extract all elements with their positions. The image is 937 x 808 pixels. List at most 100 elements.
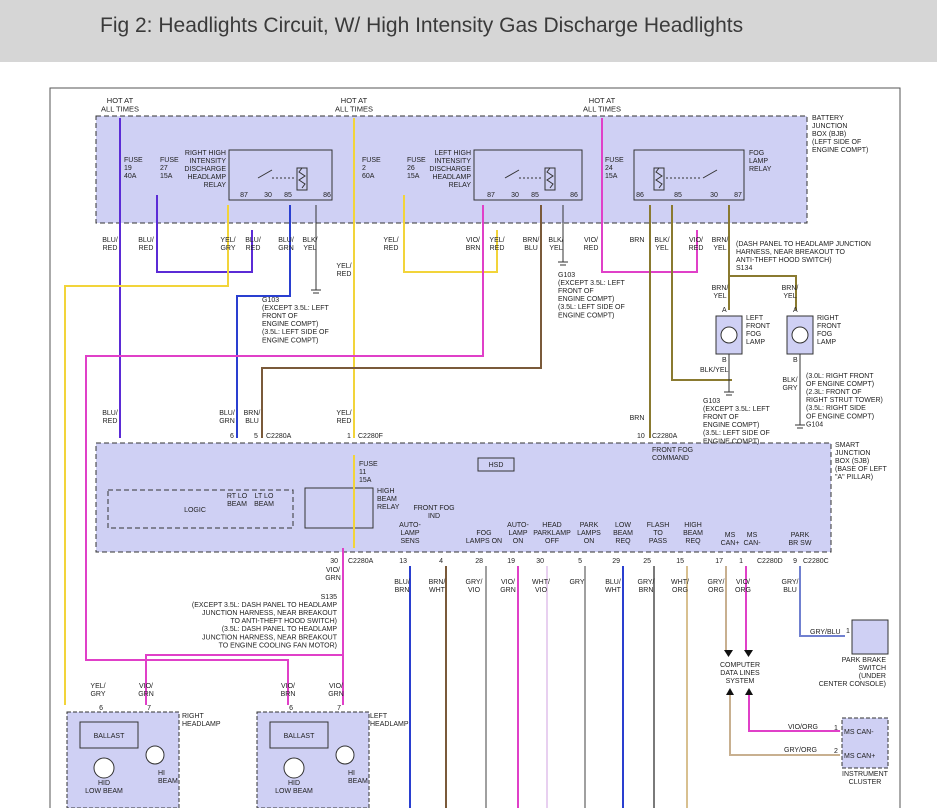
sjb-in-pin-6: 10 — [637, 433, 645, 440]
left-hl-pin-0: 6 — [289, 705, 293, 712]
sjb-hsd-label: HSD — [489, 462, 504, 469]
sjb-box — [95, 442, 832, 553]
data-line-arrow-down — [724, 650, 733, 657]
wl-13: BRN — [630, 237, 645, 244]
wl-8: VIO/BRN — [466, 237, 481, 252]
out-conn-a: C2280A — [348, 558, 374, 565]
out-wire-4: WHT/VIO — [532, 579, 550, 594]
out-wire-11: GRY/BLU — [782, 579, 799, 594]
out-pin-5: 5 — [578, 558, 582, 565]
wl-16: BRN/YEL — [712, 237, 729, 252]
sjb-in-pin-2: 5 — [254, 433, 258, 440]
data-line-arrow-up — [726, 688, 734, 695]
ground-symbols — [311, 205, 805, 429]
out-pin-1: 4 — [439, 558, 443, 565]
left-ballast-box — [269, 721, 329, 749]
out-wire-9: GRY/ORG — [708, 579, 725, 594]
left-hi-beam-bulb — [335, 745, 355, 765]
out-pin-3: 19 — [507, 558, 515, 565]
left-hl-wire-1: VIO/GRN — [328, 683, 344, 698]
wl-9: YEL/RED — [489, 237, 504, 252]
wl-4: BLU/GRN — [278, 237, 294, 252]
right-ballast-box — [79, 721, 139, 749]
l-relay-pin-30: 30 — [511, 192, 519, 199]
left-hl-wire-0: VIO/BRN — [281, 683, 296, 698]
fog-relay-pin-85: 85 — [674, 192, 682, 199]
fog-lamp-symbols — [715, 315, 814, 355]
out-wire-1: BRN/WHT — [429, 579, 446, 594]
wl-6: YEL/RED — [336, 263, 351, 278]
left-hid-relay-box — [473, 149, 583, 201]
r-relay-pin-30: 30 — [264, 192, 272, 199]
out-pin-7: 25 — [643, 558, 651, 565]
relay-out-pin: 30 — [330, 558, 338, 565]
right-hl-wire-0: YEL/GRY — [90, 683, 105, 698]
right-fog-wire-out: BLK/GRY — [782, 377, 797, 392]
out-conn-d: C2280D — [757, 558, 783, 565]
left-fog-wire-out: BLK/YEL — [700, 367, 729, 374]
out-wire-6: BLU/WHT — [605, 579, 622, 594]
relay-out-wire: VIO/GRN — [325, 567, 341, 582]
right-fog-pin-a: A — [793, 307, 798, 314]
instrument-cluster-box — [841, 717, 889, 769]
out-wire-5: GRY — [569, 579, 584, 586]
wl-12: VIO/RED — [584, 237, 599, 252]
wl-3: BLU/RED — [245, 237, 261, 252]
out-wire-10: VIO/ORG — [735, 579, 751, 594]
wl-11: BLK/YEL — [548, 237, 563, 252]
wl-14: BLK/YEL — [654, 237, 669, 252]
sjb-in-wire-2: BRN/BLU — [244, 410, 261, 425]
l-relay-pin-87: 87 — [487, 192, 495, 199]
right-hl-pin-0: 6 — [99, 705, 103, 712]
cluster-wire-1: VIO/ORG — [788, 724, 818, 731]
wl-7: YEL/RED — [383, 237, 398, 252]
out-wire-2: GRY/VIO — [466, 579, 483, 594]
data-line-arrow-up-2 — [745, 688, 753, 695]
fog-relay-pin-87: 87 — [734, 192, 742, 199]
wires — [64, 118, 845, 808]
out-pin-0: 13 — [399, 558, 407, 565]
out-pin-10: 1 — [739, 558, 743, 565]
left-fog-wire-in: BRN/YEL — [712, 285, 729, 300]
out-pin-9: 17 — [715, 558, 723, 565]
sjb-logic-label: LOGIC — [184, 507, 206, 514]
cluster-pin-2: 2 — [834, 748, 838, 755]
figure-title: Fig 2: Headlights Circuit, W/ High Inten… — [100, 14, 744, 37]
right-ballast-label: BALLAST — [94, 733, 125, 740]
l-relay-pin-86: 86 — [570, 192, 578, 199]
